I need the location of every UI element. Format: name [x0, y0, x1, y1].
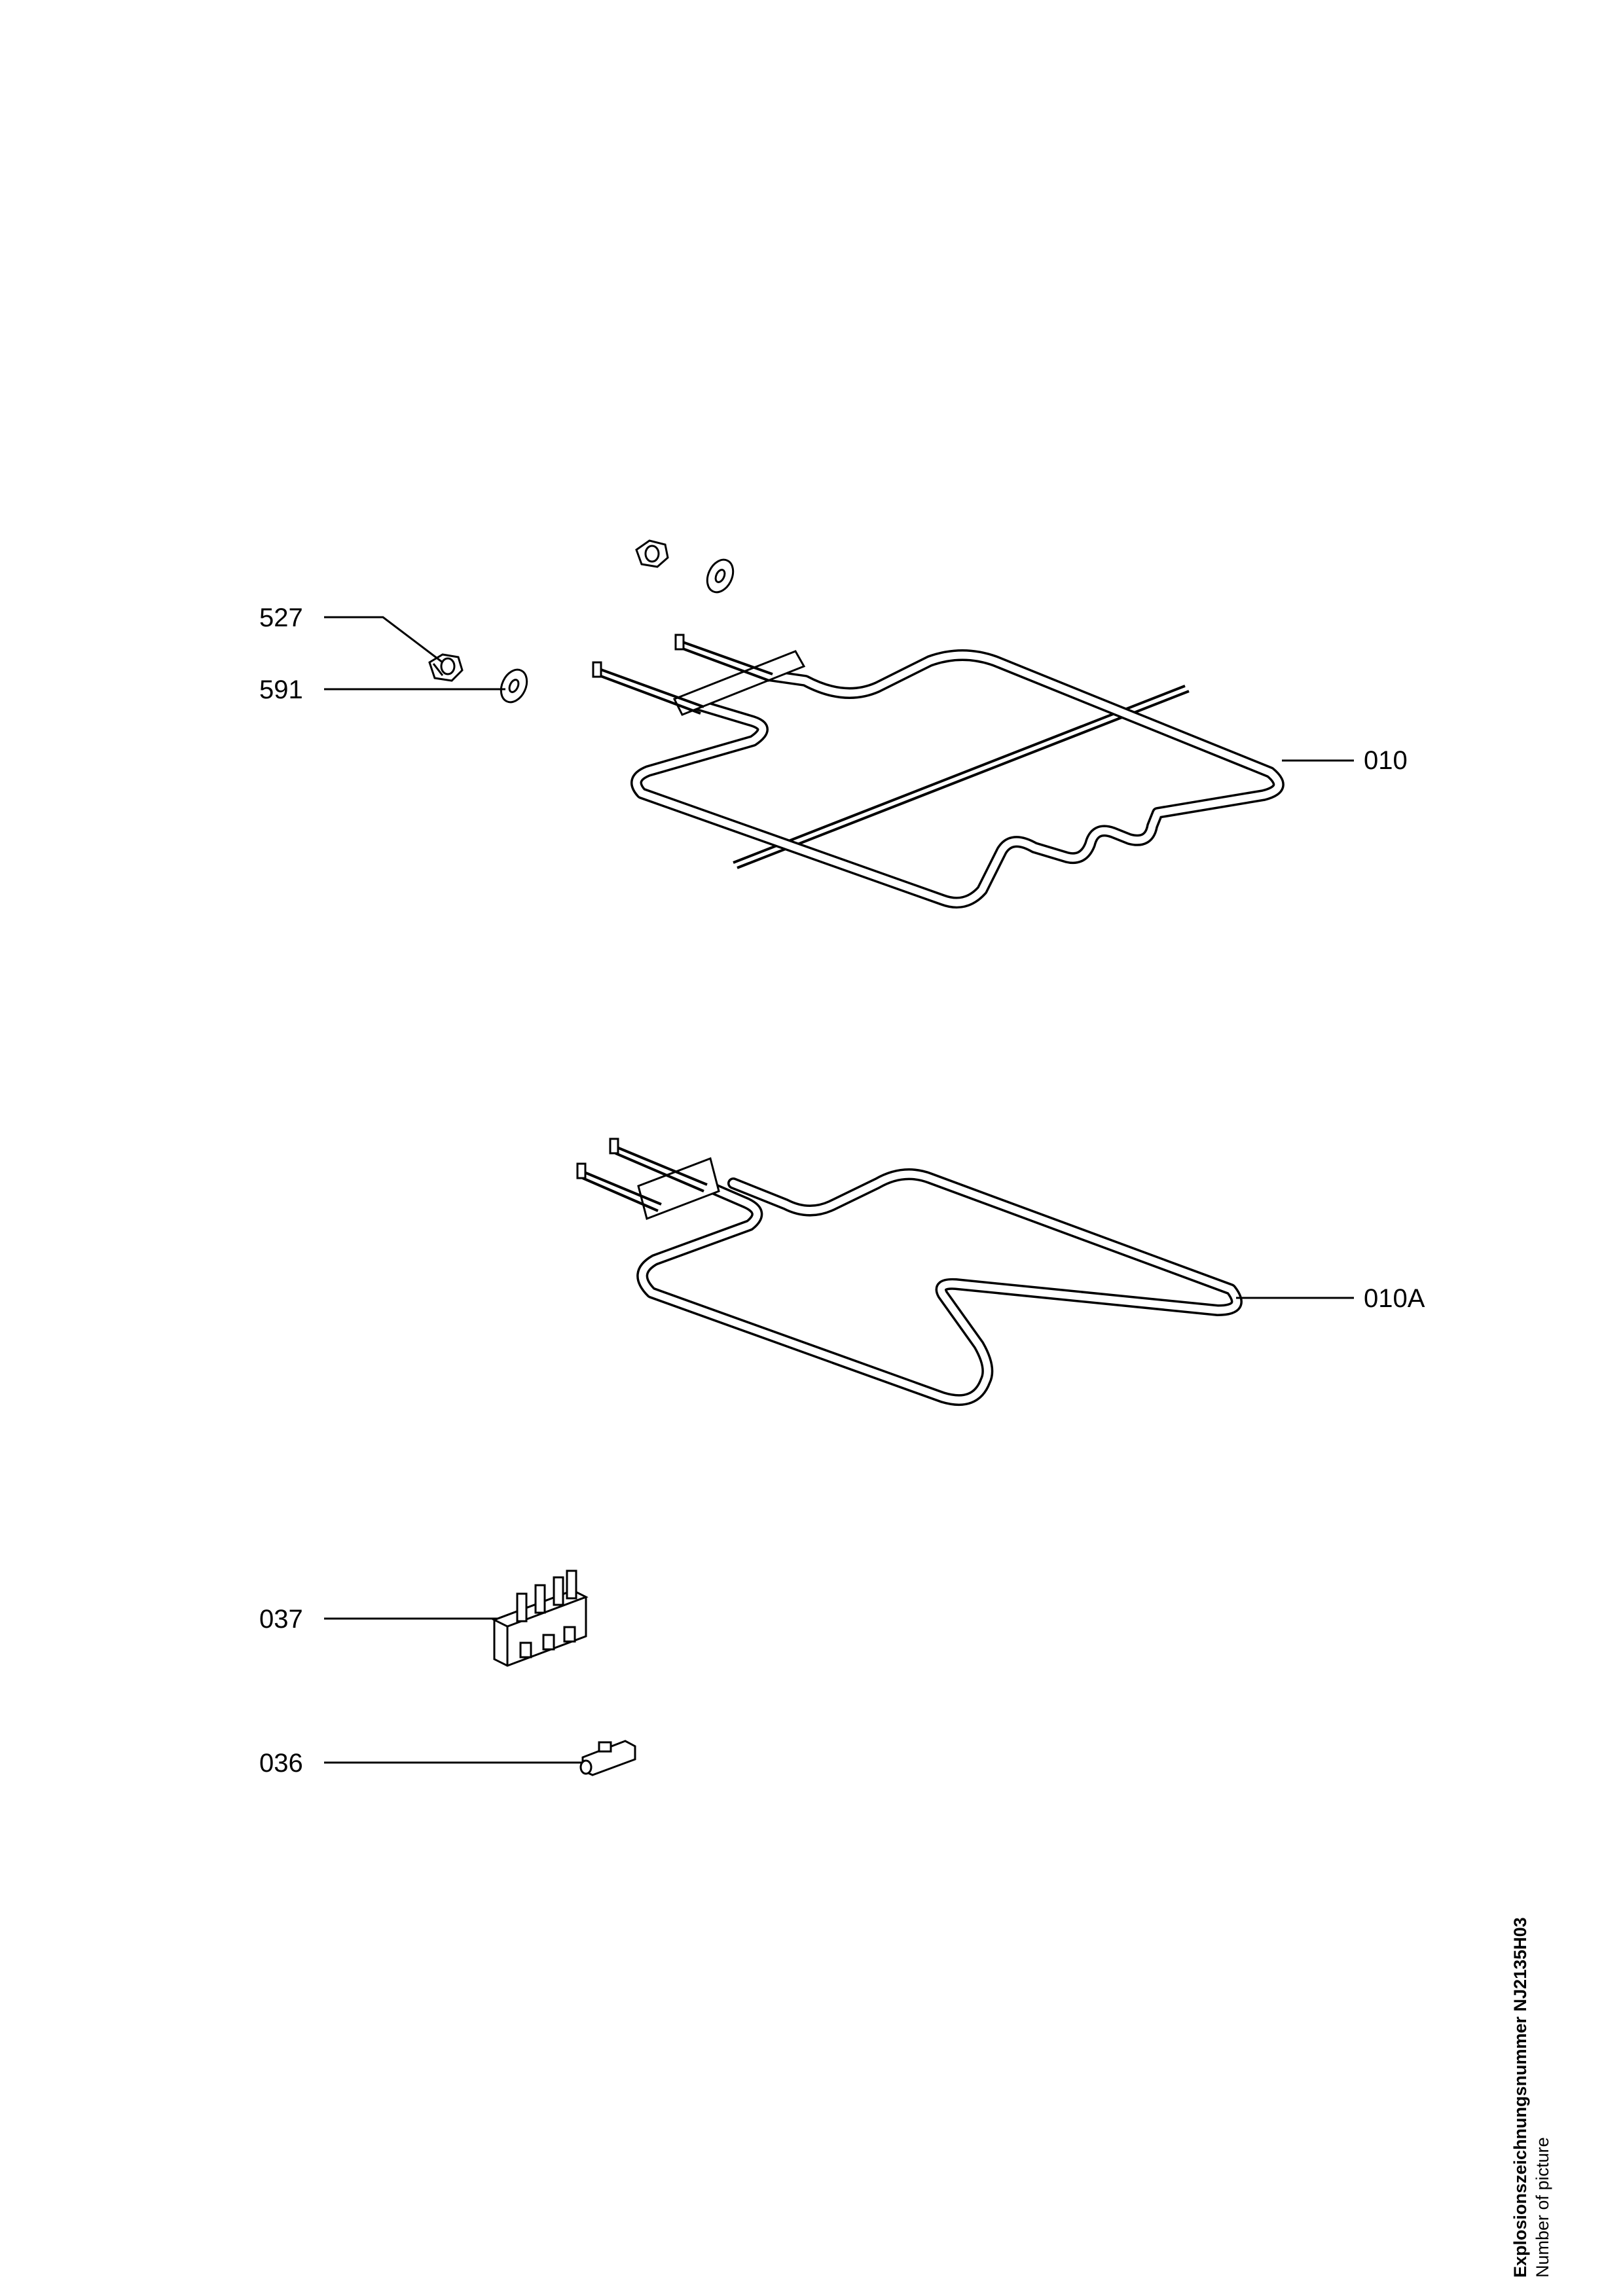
part-037-terminal-block: [492, 1570, 589, 1667]
callout-010a: 010A: [1364, 1284, 1425, 1313]
part-010-top-heating-element: [592, 634, 1285, 909]
callout-591: 591: [259, 675, 303, 704]
upper-nut: [635, 539, 669, 568]
picture-number-caption: Explosionszeichnungsnummer NJ2135H03 Num…: [1509, 1917, 1554, 2278]
leader-527: [324, 616, 443, 664]
callout-010: 010: [1364, 746, 1408, 775]
callout-036: 036: [259, 1749, 303, 1778]
caption-number: NJ2135H03: [1510, 1917, 1530, 2012]
upper-washer: [706, 558, 735, 594]
callout-527: 527: [259, 603, 303, 632]
callout-037: 037: [259, 1605, 303, 1634]
caption-title-line: Explosionszeichnungsnummer NJ2135H03: [1509, 1917, 1531, 2278]
caption-subtitle: Number of picture: [1533, 2137, 1552, 2278]
part-036-connector: [579, 1740, 636, 1776]
caption-title: Explosionszeichnungsnummer: [1510, 2016, 1530, 2278]
part-591-washer: [500, 668, 528, 704]
part-010a-bottom-heating-element: [576, 1138, 1243, 1407]
part-527-nut: [428, 653, 464, 682]
